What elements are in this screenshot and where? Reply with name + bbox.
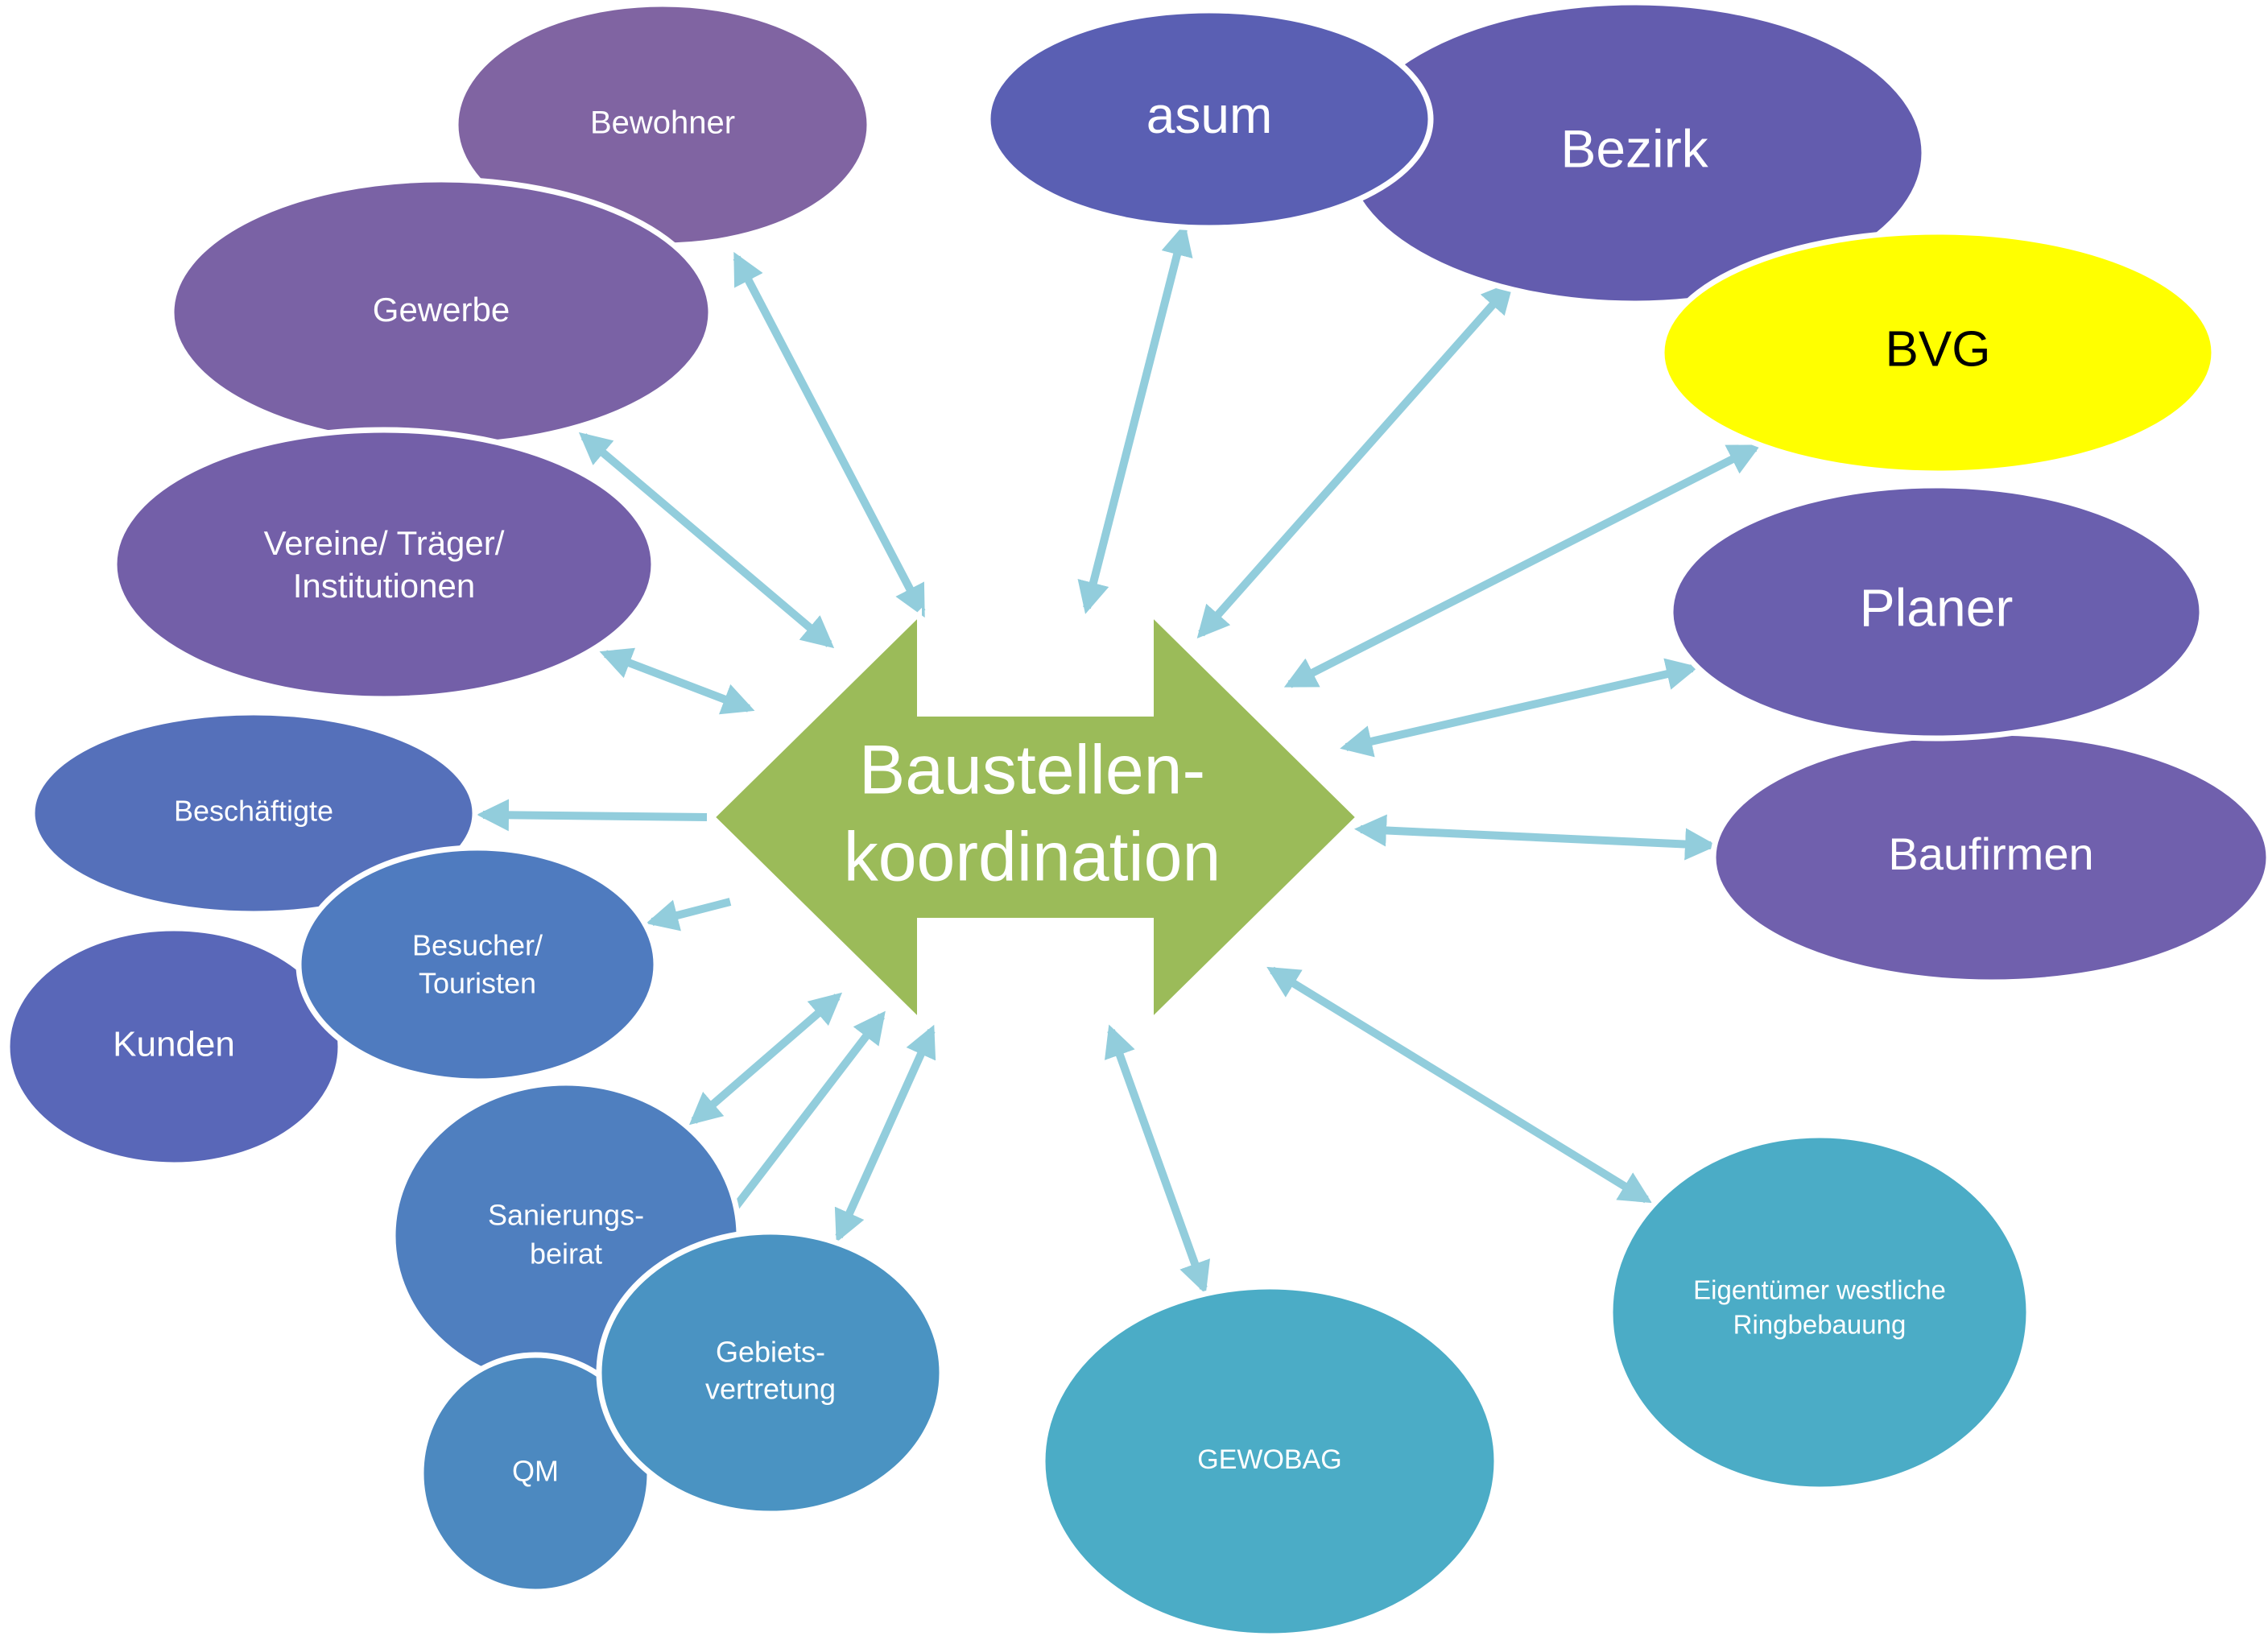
double-arrow-shape — [708, 607, 1362, 1027]
node-gewerbe: Gewerbe — [168, 176, 714, 448]
node-beschaeftigte-shape — [29, 709, 478, 917]
node-asum-label: asum — [1146, 86, 1273, 144]
node-qm-label: QM — [512, 1455, 559, 1488]
node-bezirk-label: Bezirk — [1560, 118, 1708, 178]
center-label-line1: Baustellen- — [859, 732, 1205, 809]
node-eigentuemer-label-line2: Ringbebauung — [1733, 1310, 1907, 1340]
node-beschaeftigte-label: Beschäftigte — [174, 795, 333, 828]
node-gebietsvertretung-label-line1: Gebiets- — [716, 1336, 825, 1369]
node-gewerbe-label: Gewerbe — [373, 291, 510, 328]
node-baufirmen: Baufirmen — [1710, 729, 2268, 985]
node-beschaeftigte: Beschäftigte — [29, 709, 478, 917]
node-gewobag: GEWOBAG — [1039, 1283, 1500, 1636]
center-node: Baustellen- koordination — [708, 607, 1362, 1027]
arrow-bezirk — [1196, 281, 1514, 638]
node-planer-shape — [1667, 482, 2205, 742]
node-bewohner-label: Bewohner — [590, 105, 735, 141]
arrow-besucher — [646, 898, 732, 932]
arrow-planer — [1340, 658, 1699, 758]
connectors — [477, 223, 1762, 1295]
node-gewobag-shape — [1039, 1283, 1500, 1636]
node-gebietsvertretung-shape — [596, 1229, 945, 1517]
arrow-gewerbe — [578, 432, 835, 649]
arrow-gebietsvertretung — [834, 1024, 936, 1243]
node-bewohner: Bewohner — [452, 1, 873, 249]
node-asum: asum — [985, 7, 1434, 231]
arrow-bvg — [1283, 444, 1762, 688]
node-kunden: Kunden — [4, 925, 344, 1168]
node-baufirmen-label: Baufirmen — [1888, 828, 2093, 879]
node-besucher-label-line2: Touristen — [419, 967, 536, 1000]
node-vereine-shape — [111, 427, 657, 702]
node-kunden-shape — [4, 925, 344, 1168]
node-eigentuemer: Eigentümer westliche Ringbebauung — [1607, 1132, 2032, 1493]
node-eigentuemer-label-line1: Eigentümer westliche — [1693, 1275, 1946, 1305]
node-bvg-shape — [1659, 229, 2217, 477]
node-sanierungsbeirat-label-line2: beirat — [530, 1237, 602, 1270]
node-gebietsvertretung-label-line2: vertretung — [705, 1373, 836, 1406]
arrow-baufirmen — [1354, 814, 1717, 861]
node-sanierungsbeirat-label-line1: Sanierungs- — [488, 1199, 644, 1232]
arrow-beschaeftigte — [477, 799, 708, 832]
node-kunden-label: Kunden — [113, 1025, 235, 1064]
arrow-vereine — [599, 647, 755, 715]
node-besucher-label-line1: Besucher/ — [412, 929, 543, 962]
arrow-sanierungsbeirat — [688, 992, 843, 1126]
node-besucher: Besucher/ Touristen — [295, 845, 659, 1084]
node-besucher-shape — [295, 845, 659, 1084]
node-gewobag-label: GEWOBAG — [1197, 1444, 1341, 1475]
center-label-line2: koordination — [844, 819, 1221, 896]
node-planer: Planer — [1667, 482, 2205, 742]
node-qm: QM — [418, 1352, 653, 1595]
node-gebietsvertretung: Gebiets- vertretung — [596, 1229, 945, 1517]
arrow-asum — [1077, 223, 1193, 614]
arrow-bewohner — [733, 251, 926, 618]
node-vereine-label-line2: Institutionen — [293, 567, 476, 605]
arrow-gewobag — [1105, 1024, 1210, 1295]
arrow-eigentuemer — [1266, 966, 1652, 1204]
node-vereine: Vereine/ Träger/ Institutionen — [111, 427, 657, 702]
node-bvg: BVG — [1659, 229, 2217, 477]
node-planer-label: Planer — [1860, 577, 2014, 637]
node-eigentuemer-shape — [1607, 1132, 2032, 1493]
node-vereine-label-line1: Vereine/ Träger/ — [264, 524, 505, 562]
node-asum-shape — [985, 7, 1434, 231]
node-bvg-label: BVG — [1886, 321, 1991, 377]
